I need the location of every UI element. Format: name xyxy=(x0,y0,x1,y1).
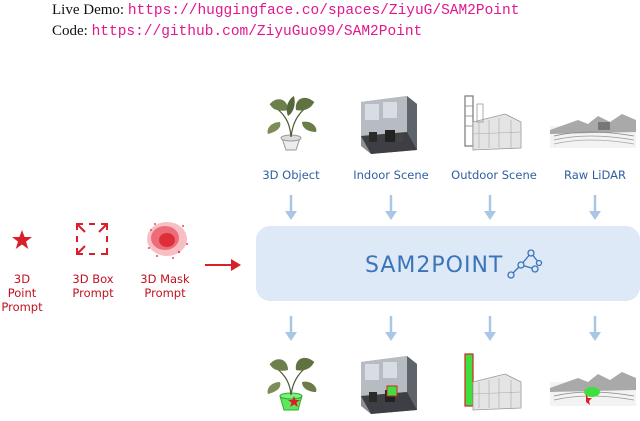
prompt-3d-box-line2: Prompt xyxy=(72,286,114,300)
prompt-3d-mask-line1: 3D Mask xyxy=(140,272,190,286)
output-indoor-scene-image xyxy=(361,356,417,414)
live-demo-link[interactable]: https://huggingface.co/spaces/ZiyuG/SAM2… xyxy=(127,3,520,19)
prompt-3d-mask-label: 3D Mask Prompt xyxy=(137,272,193,300)
output-raw-lidar-image xyxy=(550,372,636,406)
live-demo-line: Live Demo: https://huggingface.co/spaces… xyxy=(52,0,519,21)
label-3d-object: 3D Object xyxy=(262,168,320,182)
right-arrow-icon xyxy=(205,259,241,271)
sam2point-hub-box xyxy=(256,226,640,301)
input-outdoor-scene-image xyxy=(464,95,522,151)
label-raw-lidar: Raw LiDAR xyxy=(564,168,626,182)
label-outdoor-scene: Outdoor Scene xyxy=(451,168,537,182)
box-icon xyxy=(76,223,108,255)
label-indoor-scene: Indoor Scene xyxy=(353,168,429,182)
prompt-3d-box-line1: 3D Box xyxy=(72,272,114,286)
prompt-3d-box-label: 3D Box Prompt xyxy=(70,272,116,300)
input-indoor-scene-image xyxy=(361,96,417,154)
prompt-3d-point-line1: 3D Point xyxy=(7,272,37,300)
output-3d-object-image xyxy=(267,357,317,411)
code-label: Code: xyxy=(52,23,88,39)
graph-icon xyxy=(507,249,543,279)
down-arrow-icon xyxy=(285,316,297,341)
links-block: Live Demo: https://huggingface.co/spaces… xyxy=(52,0,519,42)
prompt-3d-point-label: 3D Point Prompt xyxy=(0,272,44,314)
input-3d-object-image xyxy=(267,96,317,151)
down-arrow-icon xyxy=(589,316,601,341)
prompt-3d-mask-line2: Prompt xyxy=(144,286,186,300)
input-raw-lidar-image xyxy=(550,114,636,148)
down-arrow-icon xyxy=(385,316,397,341)
output-outdoor-scene-image xyxy=(464,353,522,411)
prompt-3d-point-line2: Prompt xyxy=(1,300,43,314)
down-arrow-icon xyxy=(484,195,496,220)
down-arrow-icon xyxy=(385,195,397,220)
code-link[interactable]: https://github.com/ZiyuGuo99/SAM2Point xyxy=(91,24,423,40)
down-arrow-icon xyxy=(484,316,496,341)
down-arrow-icon xyxy=(589,195,601,220)
code-line: Code: https://github.com/ZiyuGuo99/SAM2P… xyxy=(52,21,519,42)
star-icon xyxy=(12,230,32,249)
live-demo-label: Live Demo: xyxy=(52,2,125,18)
point-cloud-icon xyxy=(147,222,188,259)
sam2point-title: SAM2POINT xyxy=(365,253,504,278)
down-arrow-icon xyxy=(285,195,297,220)
